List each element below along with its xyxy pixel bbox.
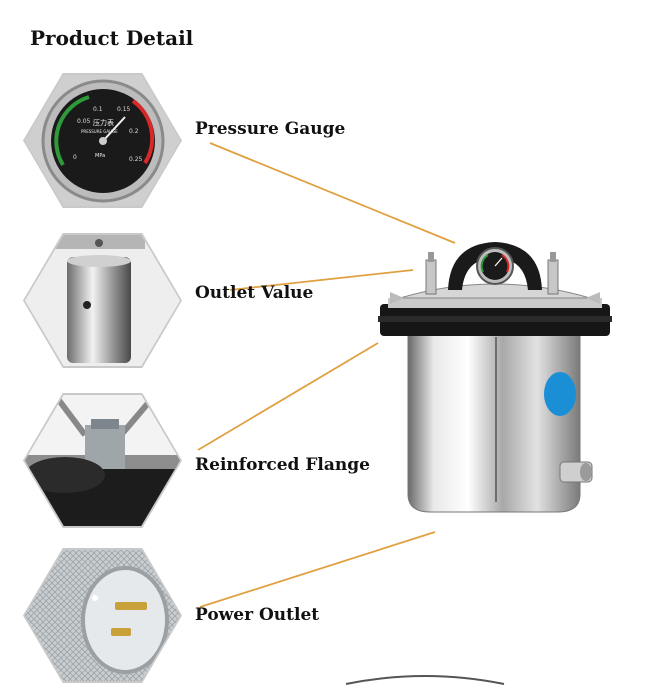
- gauge-tick: 0.25: [129, 156, 143, 163]
- callout-line: [199, 531, 436, 608]
- gauge-tick: 0.15: [117, 106, 131, 113]
- next-image-edge: [345, 675, 505, 685]
- gauge-tick: 0.05: [77, 118, 91, 125]
- gauge-tick: 0: [73, 154, 77, 161]
- gauge-tick: 0.1: [93, 106, 103, 113]
- callout-line: [229, 269, 414, 291]
- label-pressure-gauge: Pressure Gauge: [195, 119, 346, 139]
- label-reinforced-flange: Reinforced Flange: [195, 455, 370, 475]
- callout-line: [197, 342, 379, 451]
- label-power-outlet: Power Outlet: [195, 605, 320, 625]
- gauge-unit: MPa: [95, 153, 105, 159]
- sterilizer-image: [378, 242, 612, 513]
- outlet-valve-image: [25, 235, 180, 366]
- page-title: Product Detail: [30, 26, 194, 50]
- gauge-tick: 0.2: [129, 128, 139, 135]
- label-outlet-valve: Outlet Value: [195, 283, 314, 303]
- gauge-face-subtext: PRESSURE GAUGE: [81, 129, 118, 134]
- gauge-face-text: 压力表: [93, 118, 114, 127]
- callout-line: [209, 142, 456, 244]
- flange-image: [25, 395, 180, 526]
